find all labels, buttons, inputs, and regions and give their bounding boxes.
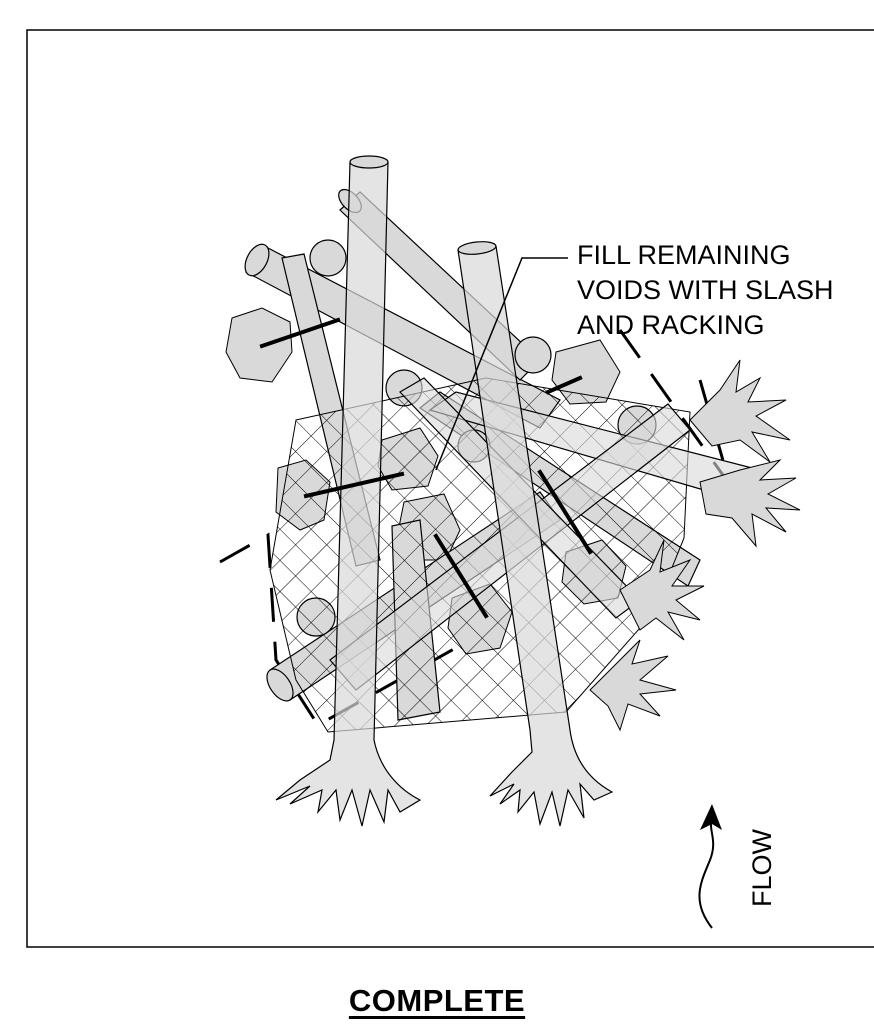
callout-text: FILL REMAINING VOIDS WITH SLASH AND RACK…: [577, 238, 834, 343]
flow-arrow-icon: [699, 804, 722, 928]
callout-line-2: VOIDS WITH SLASH: [577, 273, 834, 308]
callout-line-1: FILL REMAINING: [577, 238, 834, 273]
flow-label: FLOW: [747, 823, 777, 913]
callout-line-3: AND RACKING: [577, 308, 834, 343]
figure-caption: COMPLETE: [0, 983, 874, 1019]
